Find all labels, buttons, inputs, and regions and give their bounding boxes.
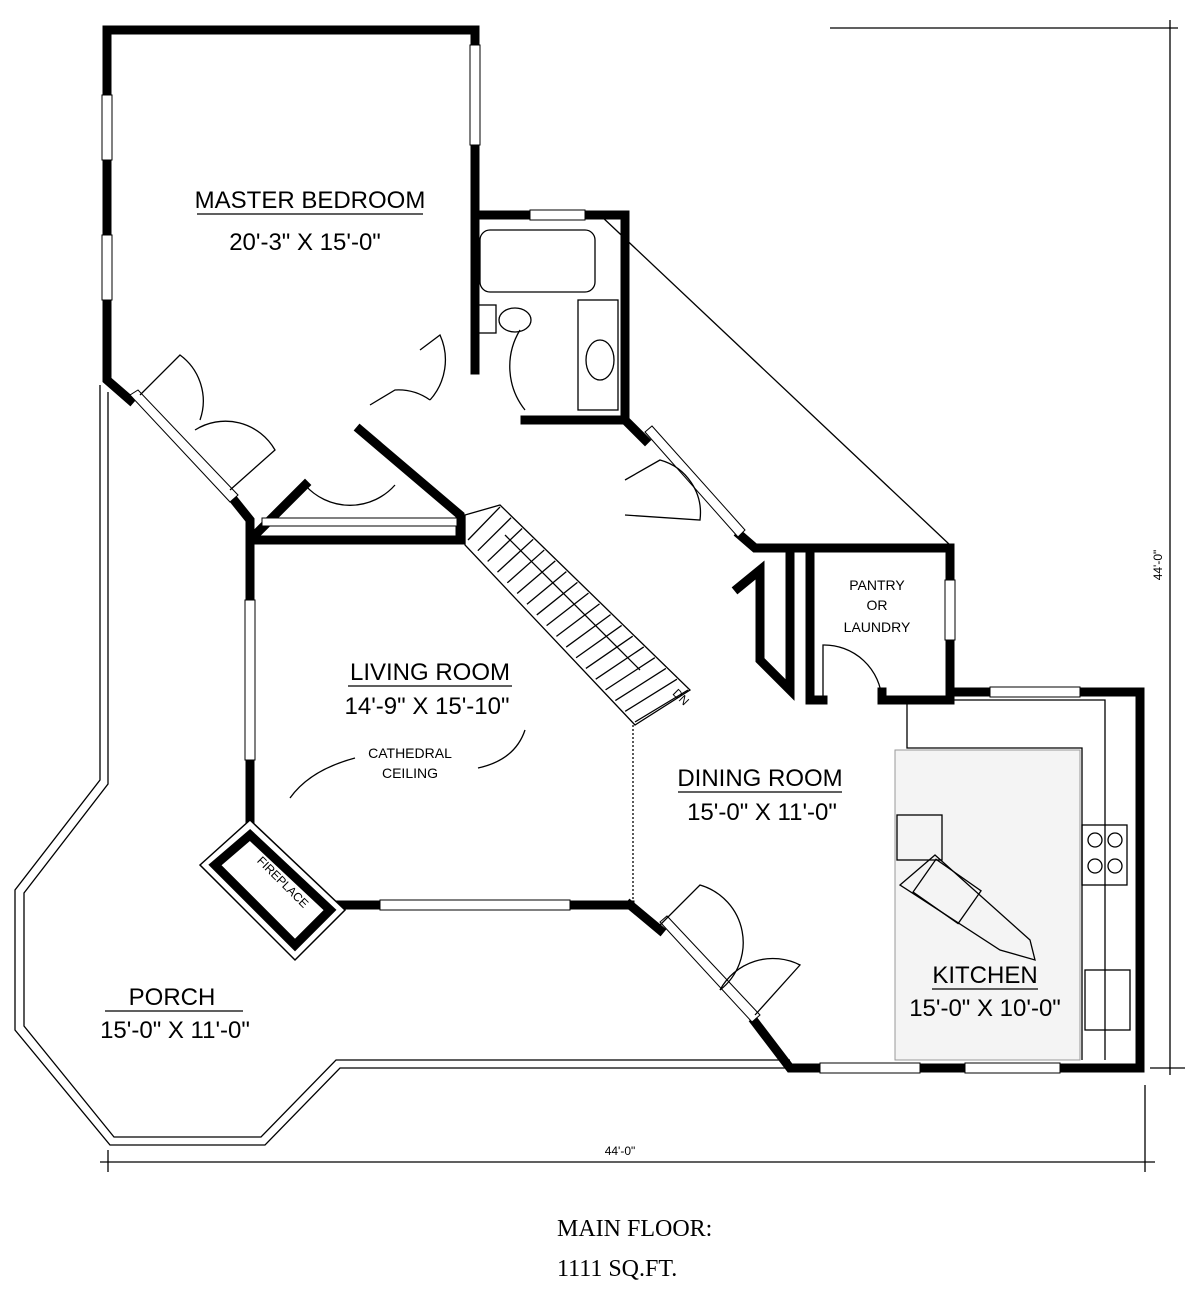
master-bedroom-size: 20'-3" X 15'-0" [229,229,381,256]
stair-tread [526,571,567,605]
dimension-lines: 44'-0" 44'-0" [100,20,1185,1172]
master-bedroom-label: MASTER BEDROOM [195,187,426,214]
roof-line [599,214,951,546]
porch-label: PORCH [129,984,216,1011]
cathedral-ceiling-label: CATHEDRAL [368,745,452,761]
dining-room-size: 15'-0" X 11'-0" [687,799,837,826]
porch-size: 15'-0" X 11'-0" [100,1017,250,1044]
porch-outline [14,385,790,1146]
stair-tread [546,592,589,627]
stair-tread [634,689,689,723]
room-labels: MASTER BEDROOM 20'-3" X 15'-0" LIVING RO… [100,187,1061,1044]
stair-tread [565,614,611,648]
kitchen-fixtures [894,699,1131,1061]
stair-tread [624,678,678,712]
stair-tread [575,624,623,659]
staircase: DN [464,504,692,726]
walls [102,25,1145,1073]
stair-tread [467,506,501,541]
depth-dimension: 44'-0" [1151,550,1165,581]
stair-tread [595,646,645,680]
stair-tread [585,635,634,670]
stair-tread [497,538,534,573]
kitchen-size: 15'-0" X 10'-0" [909,995,1061,1022]
bathroom-fixtures [477,229,619,411]
fireplace: FIREPLACE [198,818,347,962]
stair-tread [506,549,545,584]
doors [139,329,883,1016]
living-room-size: 14'-9" X 15'-10" [345,693,510,720]
cathedral-arrow [289,757,356,799]
width-dimension: 44'-0" [605,1144,636,1158]
stair-tread [605,657,656,691]
caption-title: MAIN FLOOR: [557,1216,712,1242]
kitchen-label: KITCHEN [932,962,1037,989]
caption-area: 1111 SQ.FT. [557,1256,677,1282]
pantry-label-3: LAUNDRY [844,619,911,635]
pantry-label-2: OR [867,597,888,613]
stair-tread [556,603,600,637]
stair-tread [615,667,667,702]
living-room-label: LIVING ROOM [350,659,510,686]
windows [101,44,1081,1074]
dining-room-label: DINING ROOM [677,765,842,792]
stair-tread [477,517,512,552]
cathedral-ceiling-label-2: CEILING [382,765,438,781]
stair-tread [487,528,523,562]
stair-tread [516,560,556,595]
stair-tread [536,581,578,616]
pantry-label: PANTRY [849,577,905,593]
